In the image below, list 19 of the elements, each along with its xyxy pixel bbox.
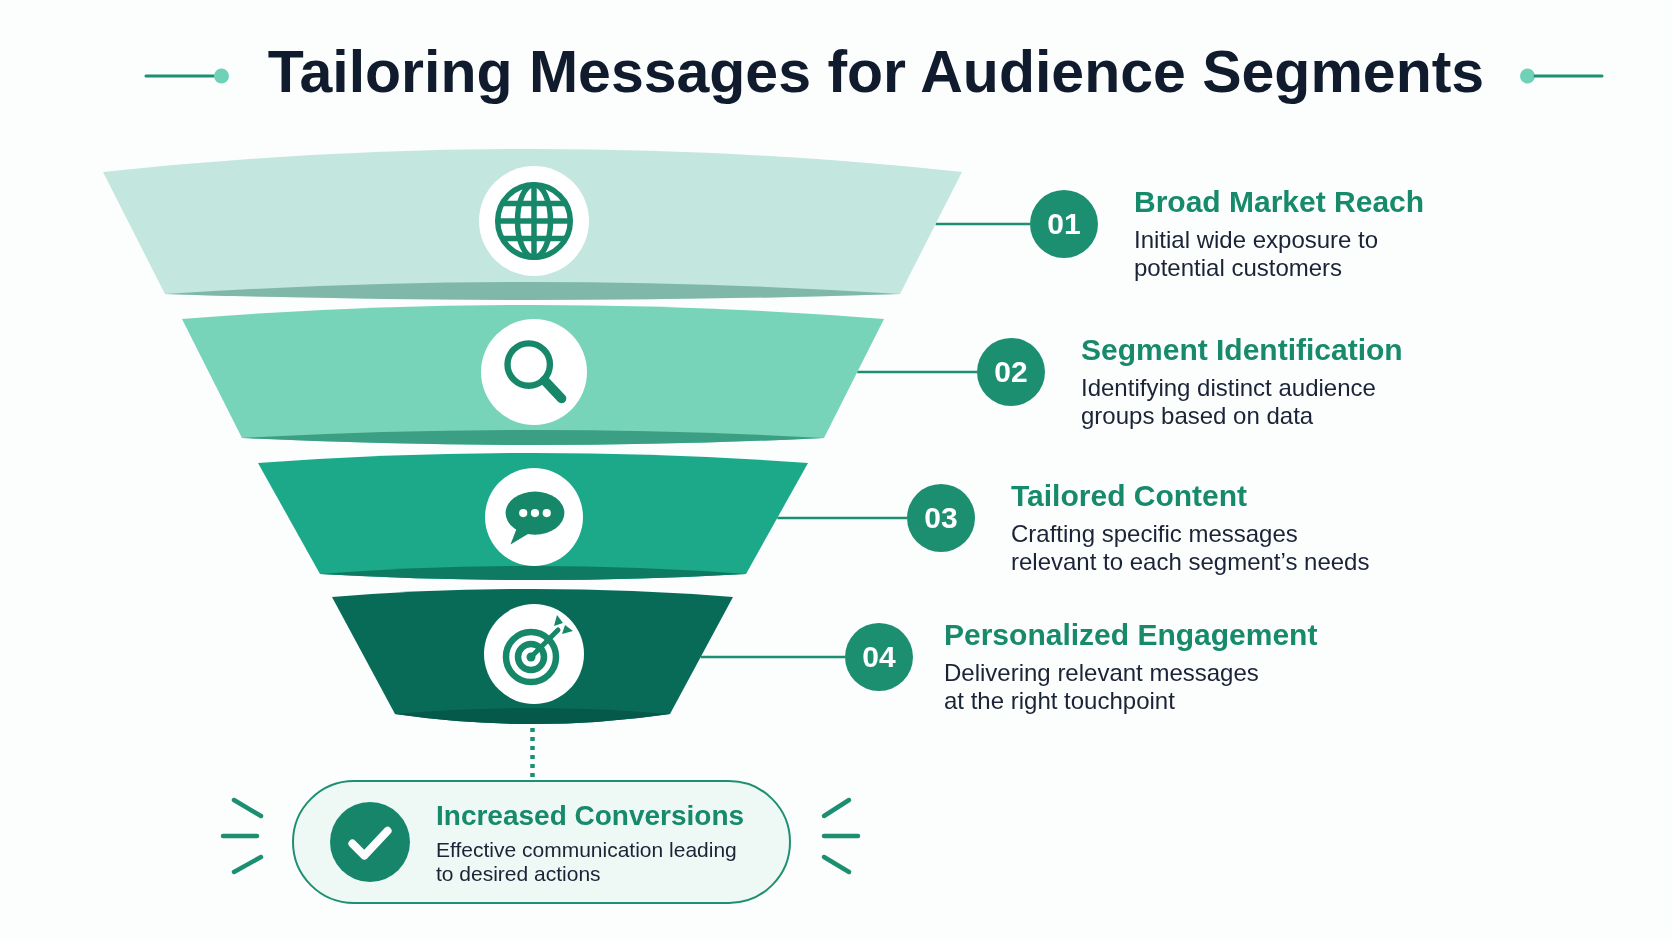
step-heading: Broad Market Reach xyxy=(1134,184,1425,220)
diagram-title: Tailoring Messages for Audience Segments xyxy=(266,38,1486,107)
card-description: Effective communication leading to desired actions xyxy=(436,838,738,886)
leader-line xyxy=(700,655,845,659)
step-description: Initial wide exposure to potential customers xyxy=(1134,226,1380,282)
leader-line xyxy=(935,222,1030,226)
step-description: Delivering relevant messages at the right touchpoint xyxy=(944,659,1260,715)
step-description: Crafting specific messages relevant to each segment’s needs xyxy=(1011,520,1371,576)
step-heading: Segment Identification xyxy=(1081,332,1403,368)
number-badge: 01 xyxy=(1030,190,1098,258)
number-badge: 04 xyxy=(845,623,913,691)
leader-line xyxy=(777,516,907,520)
step-heading: Personalized Engagement xyxy=(944,617,1318,653)
card-heading: Increased Conversions xyxy=(436,799,745,833)
leader-line xyxy=(857,370,977,374)
number-badge: 02 xyxy=(977,338,1045,406)
step-description: Identifying distinct audience groups based on data xyxy=(1081,374,1377,430)
step-heading: Tailored Content xyxy=(1011,478,1248,514)
number-badge: 03 xyxy=(907,484,975,552)
